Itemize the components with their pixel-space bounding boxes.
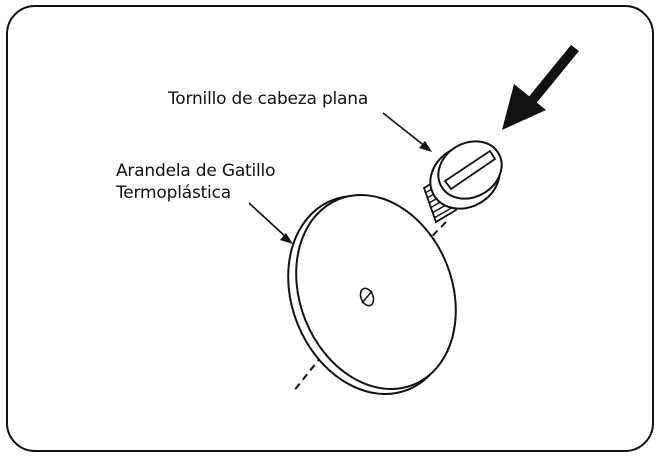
screw-slot	[443, 149, 497, 191]
screw-label: Tornillo de cabeza plana	[168, 89, 369, 109]
washer-label: Arandela de Gatillo Termoplástica	[116, 160, 275, 204]
washer-face	[295, 194, 457, 390]
insertion-arrow	[502, 44, 579, 130]
screw-leader-arrow	[382, 112, 432, 152]
washer-label-line2: Termoplástica	[116, 183, 231, 203]
thermoplastic-washer	[287, 194, 457, 395]
washer-label-line1: Arandela de Gatillo	[116, 161, 276, 181]
washer-leader-arrow	[248, 202, 293, 244]
flat-head-screw	[422, 140, 503, 224]
